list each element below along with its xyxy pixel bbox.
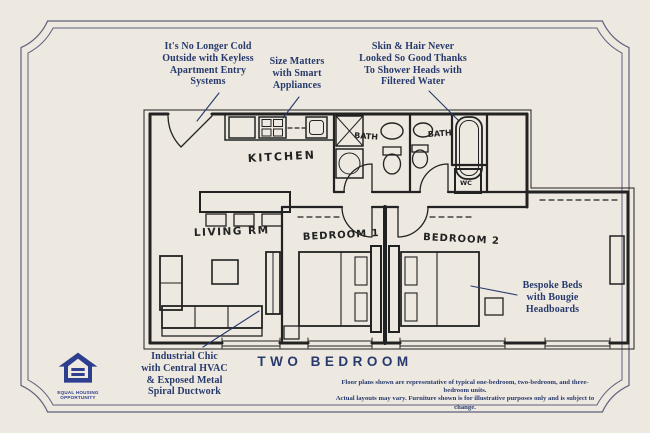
leader-keyless [196,92,220,122]
frame-outer-line [20,20,630,413]
leader-hvac [202,310,260,348]
bedroom-furniture [283,199,625,340]
annotation-keyless-entry: It's No Longer Cold Outside with Keyless… [162,41,254,88]
bedroom1-label: BEDROOM 1 [303,228,380,243]
living-room-label: LIVING RM [194,224,270,239]
bedroom1-door [341,206,373,238]
plan-title: TWO BEDROOM [257,354,413,369]
wc-closet [454,168,482,194]
leader-smart [282,96,300,119]
door-swings [167,115,449,238]
bed1-headboard [370,245,382,333]
frame-inner-line [27,27,623,406]
bed1 [298,251,372,327]
bath2-label: BATH [428,128,452,139]
bath1-toilet [382,146,402,156]
stove-burners [261,119,283,137]
annotation-hvac-ductwork: Industrial Chic with Central HVAC & Expo… [141,351,228,398]
island-stools [205,213,283,227]
bath1-label: BATH [354,131,378,142]
bed2-headboard [388,245,400,333]
kitchen-fixtures [199,113,335,227]
eho-label: EQUAL HOUSING OPPORTUNITY [57,390,99,400]
leader-lines [196,90,518,348]
bath2-door [419,163,449,193]
bed2 [400,251,480,327]
bedroom2-label: BEDROOM 2 [423,232,500,247]
kitchen-sink [305,116,328,139]
bath2-sink [412,122,434,138]
leader-shower [428,90,459,121]
annotation-bespoke-beds: Bespoke Beds with Bougie Headboards [522,280,583,315]
entry-door [167,115,213,148]
closet-rods [297,199,619,218]
bath2-toilet [411,144,429,153]
bath-fixtures [335,115,483,194]
disclaimer-text: Floor plans shown are representative of … [335,379,595,411]
bedroom2-door [397,206,429,238]
dresser [609,235,625,285]
bath1-sink [380,122,404,140]
annotation-smart-appliances: Size Matters with Smart Appliances [269,56,325,91]
leader-beds [470,285,518,296]
equal-housing-logo: EQUAL HOUSING OPPORTUNITY [50,352,106,400]
kitchen-counter [224,113,335,141]
wc-label: WC [460,179,472,187]
room-labels: KITCHEN BATH BATH WC LIVING RM BEDROOM 1… [194,128,500,247]
bathtub [455,116,483,180]
refrigerator [228,116,256,139]
exterior-walls [148,112,630,345]
eho-house-icon [58,352,98,383]
coffee-table [211,259,239,285]
living-room-furniture [159,251,281,337]
stove [258,116,287,139]
bath1-door [343,163,373,193]
nightstand-2 [484,297,504,316]
kitchen-island [199,191,291,213]
wall-outline-thin [143,109,635,350]
kitchen-label: KITCHEN [247,148,316,165]
washer [335,115,364,147]
nightstand-1 [283,325,300,340]
window-symbols [221,337,611,349]
annotation-filtered-shower: Skin & Hair Never Looked So Good Thanks … [359,41,467,88]
dryer [335,148,364,179]
